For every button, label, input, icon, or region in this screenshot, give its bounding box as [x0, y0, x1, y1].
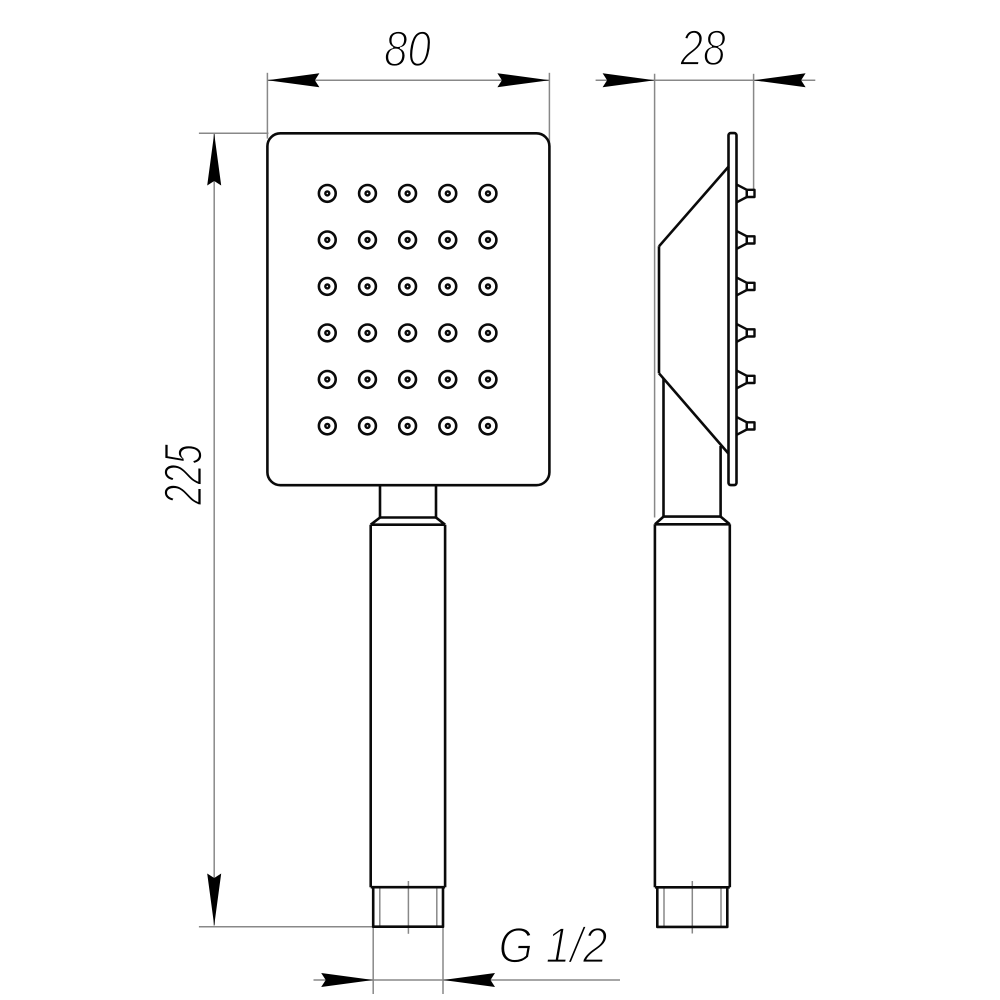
- svg-text:80: 80: [384, 21, 431, 77]
- svg-text:225: 225: [154, 443, 214, 505]
- svg-text:G 1/2: G 1/2: [499, 918, 608, 974]
- svg-text:28: 28: [679, 20, 725, 76]
